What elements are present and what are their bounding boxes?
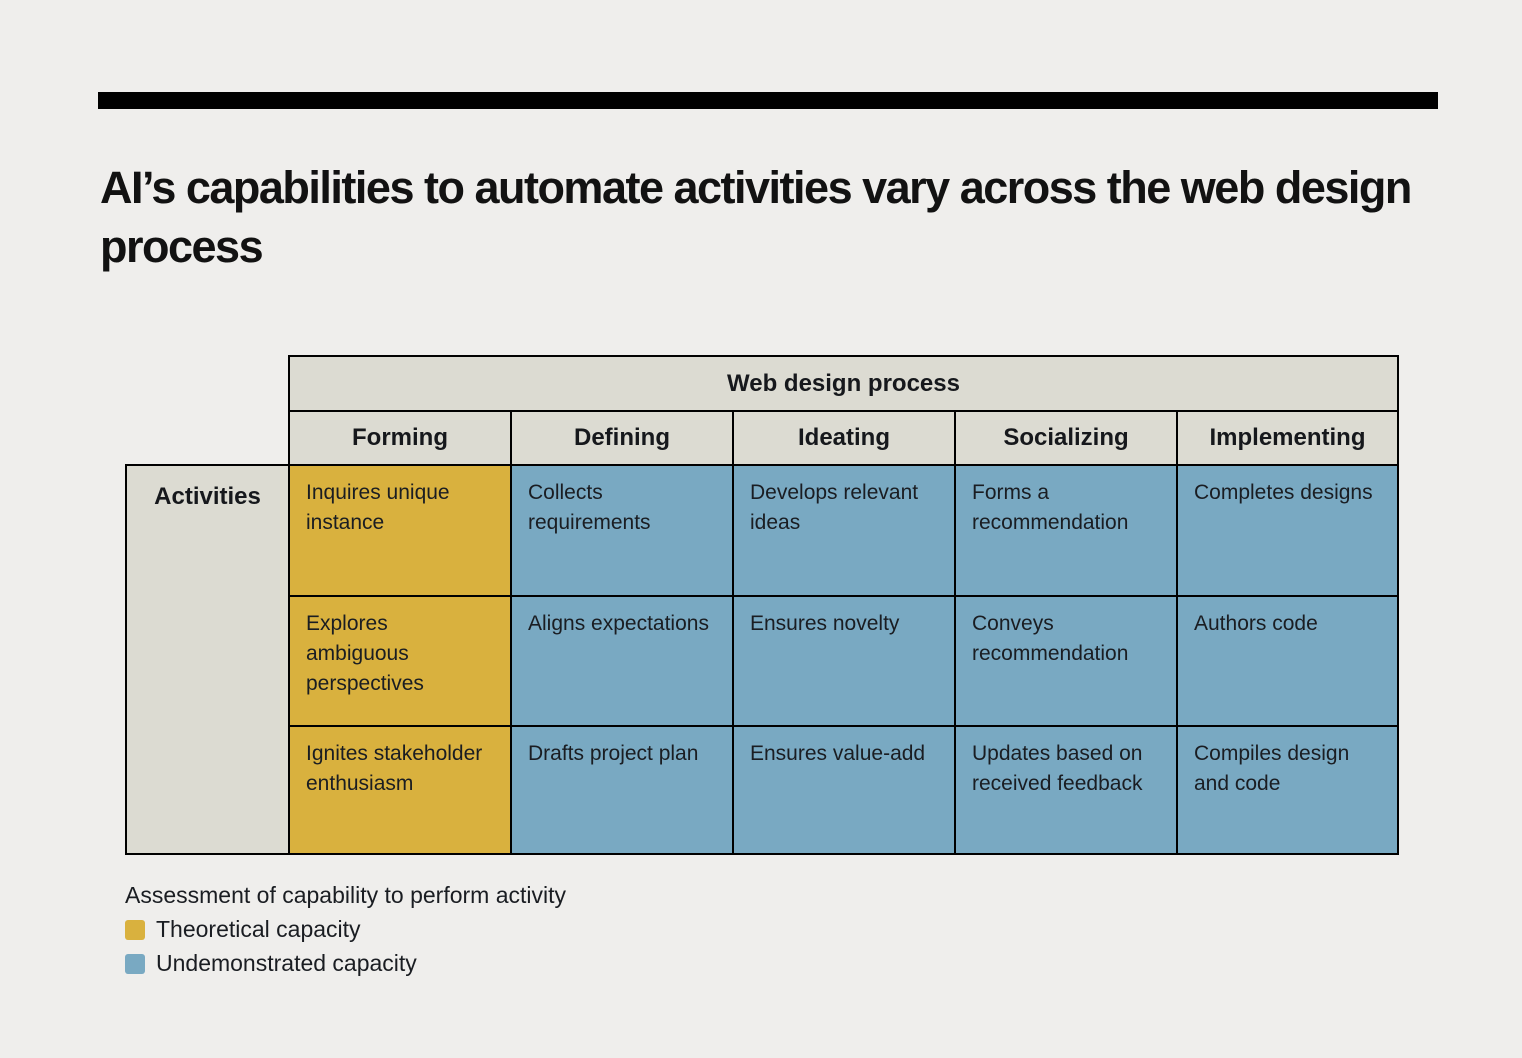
activity-cell: Explores ambiguous perspectives — [288, 595, 512, 727]
column-header-defining: Defining — [510, 410, 734, 466]
table-group-header: Web design process — [288, 355, 1399, 412]
capability-matrix-table: Web design process Forming Defining Idea… — [125, 355, 1399, 855]
column-header-socializing: Socializing — [954, 410, 1178, 466]
activity-cell: Develops relevant ideas — [732, 464, 956, 597]
column-header-forming: Forming — [288, 410, 512, 466]
activity-cell: Conveys recommendation — [954, 595, 1178, 727]
activity-cell: Forms a recommendation — [954, 464, 1178, 597]
activity-cell: Ensures novelty — [732, 595, 956, 727]
activity-cell: Completes designs — [1176, 464, 1399, 597]
legend-label: Theoretical capacity — [156, 916, 361, 942]
activity-cell: Compiles design and code — [1176, 725, 1399, 855]
activity-cell: Collects requirements — [510, 464, 734, 597]
legend-label: Undemonstrated capacity — [156, 950, 417, 976]
legend-swatch-undemonstrated — [125, 953, 145, 974]
column-header-ideating: Ideating — [732, 410, 956, 466]
table-corner-spacer — [126, 356, 289, 411]
page-title: AI’s capabilities to automate activities… — [100, 162, 1412, 273]
table-corner-spacer — [126, 411, 289, 465]
legend-swatch-theoretical — [125, 919, 145, 940]
activity-cell: Ensures value-add — [732, 725, 956, 855]
legend-item-undemonstrated: Undemonstrated capacity — [125, 950, 566, 977]
activity-cell: Aligns expectations — [510, 595, 734, 727]
activity-cell: Inquires unique instance — [288, 464, 512, 597]
legend-item-theoretical: Theoretical capacity — [125, 916, 566, 943]
activity-cell: Authors code — [1176, 595, 1399, 727]
accent-bar — [98, 92, 1438, 109]
legend: Assessment of capability to perform acti… — [125, 882, 566, 977]
row-header-activities: Activities — [125, 464, 290, 855]
activity-cell: Ignites stakeholder enthusiasm — [288, 725, 512, 855]
activity-cell: Updates based on received feedback — [954, 725, 1178, 855]
column-header-implementing: Implementing — [1176, 410, 1399, 466]
activity-cell: Drafts project plan — [510, 725, 734, 855]
legend-title: Assessment of capability to perform acti… — [125, 882, 566, 908]
